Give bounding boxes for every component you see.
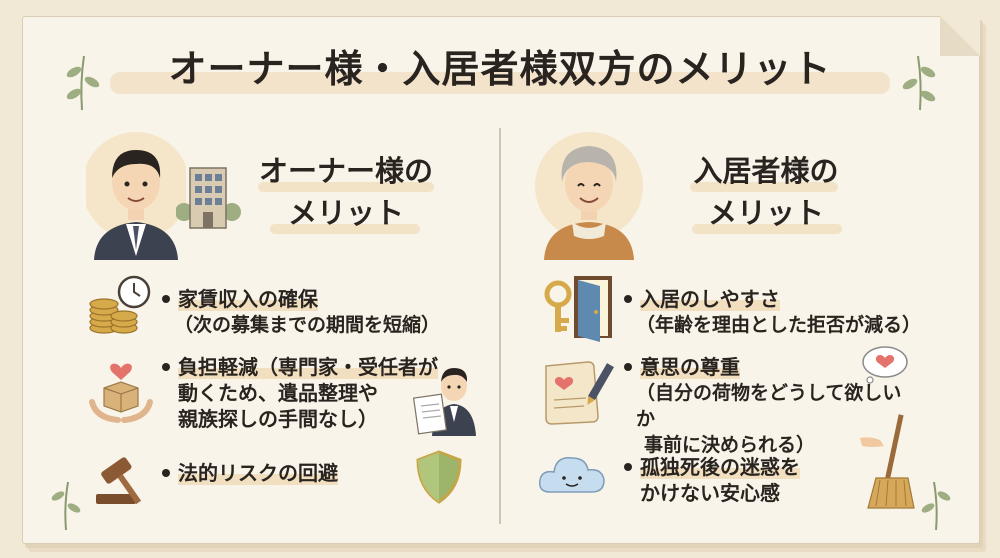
resident-item-3-line2: かけない安心感 <box>640 481 780 505</box>
broom-icon <box>860 414 915 509</box>
resident-heading-line1: 入居者様の <box>693 154 839 188</box>
owner-heading-line2: メリット <box>287 196 404 230</box>
coins-icon <box>89 298 138 334</box>
leaf-icon <box>51 481 81 531</box>
man-in-suit-icon <box>86 132 186 260</box>
owner-item-1: 家賃収入の確保 （次の募集までの期間を短縮） <box>162 286 482 338</box>
paper-card <box>22 16 980 544</box>
owner-item-2-line2: 動くため、遺品整理や <box>178 381 378 405</box>
title-area: オーナー様・入居者様双方のメリット <box>0 38 1000 93</box>
owner-item-2-main: 負担軽減（専門家・受任者が <box>178 355 438 379</box>
owner-heading: オーナー様の メリット <box>246 150 446 234</box>
owner-item-2-line3: 親族探しの手間なし） <box>178 407 378 431</box>
clock-icon <box>117 275 151 309</box>
resident-heading-line2: メリット <box>707 196 824 230</box>
column-divider <box>499 128 501 524</box>
owner-item-3: 法的リスクの回避 <box>162 460 402 486</box>
heading-highlight <box>692 224 842 234</box>
bullet-dot <box>162 362 170 371</box>
owner-item-1-detail: （次の募集までの期間を短縮） <box>174 314 441 336</box>
resident-item-2-detail: （自分の荷物をどうして欲しいか <box>636 382 902 430</box>
bullet-dot <box>162 294 170 303</box>
door-icon <box>574 276 612 342</box>
resident-item-1-main: 入居のしやすさ <box>640 287 780 311</box>
bullet-dot <box>624 294 632 303</box>
resident-item-3: 孤独死後の迷惑を かけない安心感 <box>624 454 884 506</box>
page-title: オーナー様・入居者様双方のメリット <box>168 47 832 91</box>
leaf-icon <box>921 481 951 531</box>
owner-item-2: 負担軽減（専門家・受任者が 動くため、遺品整理や 親族探しの手間なし） <box>162 354 452 432</box>
leaf-icon <box>66 55 100 111</box>
title-highlight <box>110 72 890 94</box>
key-icon <box>544 280 572 332</box>
owner-item-1-main: 家賃収入の確保 <box>178 287 318 311</box>
bullet-dot <box>624 362 632 371</box>
gavel-icon <box>96 457 142 505</box>
building-icon <box>176 167 241 229</box>
shield-icon <box>416 450 462 504</box>
resident-item-3-main: 孤独死後の迷惑を <box>640 455 800 479</box>
heading-highlight <box>690 182 838 192</box>
cloud-icon <box>538 457 605 493</box>
resident-item-2-main: 意思の尊重 <box>640 355 740 379</box>
letter-heart-icon <box>545 361 599 425</box>
owner-item-3-main: 法的リスクの回避 <box>178 461 338 485</box>
pen-icon <box>587 363 614 405</box>
resident-item-1-detail: （年齢を理由とした拒否が減る） <box>636 314 922 336</box>
resident-item-2-detail2: 事前に決められる） <box>644 434 816 456</box>
heading-highlight <box>258 182 434 192</box>
resident-item-2: 意思の尊重 （自分の荷物をどうして欲しいか 事前に決められる） <box>624 354 914 458</box>
leaf-icon <box>902 55 936 111</box>
elderly-woman-icon <box>535 132 643 260</box>
bullet-dot <box>624 462 632 471</box>
heading-highlight <box>270 224 420 234</box>
bullet-dot <box>162 468 170 477</box>
owner-heading-line1: オーナー様の <box>258 154 433 188</box>
resident-item-1: 入居のしやすさ （年齢を理由とした拒否が減る） <box>624 286 934 338</box>
staff-document-icon <box>412 368 476 436</box>
thought-heart-icon <box>862 346 908 384</box>
box-heart-hands-icon <box>89 363 153 423</box>
resident-heading: 入居者様の メリット <box>666 150 866 234</box>
page-fold <box>940 16 980 56</box>
